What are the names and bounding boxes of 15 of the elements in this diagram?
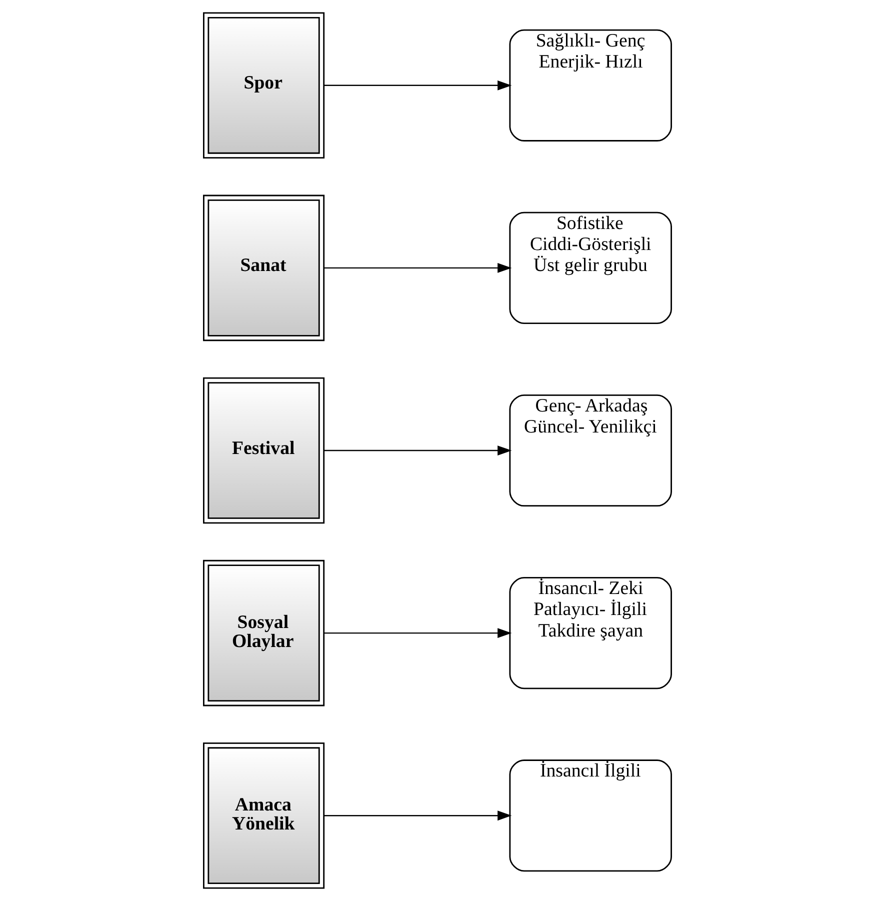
node-box: Genç- Arkadaş Güncel- Yenilikçi (509, 394, 672, 507)
arrow (324, 628, 512, 638)
node-box: Sağlıklı- Genç Enerjik- Hızlı (509, 29, 672, 142)
arrow (324, 810, 512, 821)
node-box: Festival (203, 377, 325, 524)
arrow (324, 262, 512, 273)
arrow (324, 446, 512, 456)
node-box: İnsancıl- Zeki Patlayıcı- İlgili Takdire şayan (509, 577, 672, 690)
node-box: Sosyal Olaylar (203, 560, 325, 706)
node-box: Spor (203, 12, 325, 159)
arrow (324, 80, 512, 90)
node-box: İnsancıl İlgili (509, 760, 672, 872)
node-box: Sanat (203, 194, 325, 342)
node-box: Amaca Yönelik (203, 742, 325, 889)
node-box: Sofistike Ciddi-Gösterişli Üst gelir grubu (509, 212, 672, 324)
